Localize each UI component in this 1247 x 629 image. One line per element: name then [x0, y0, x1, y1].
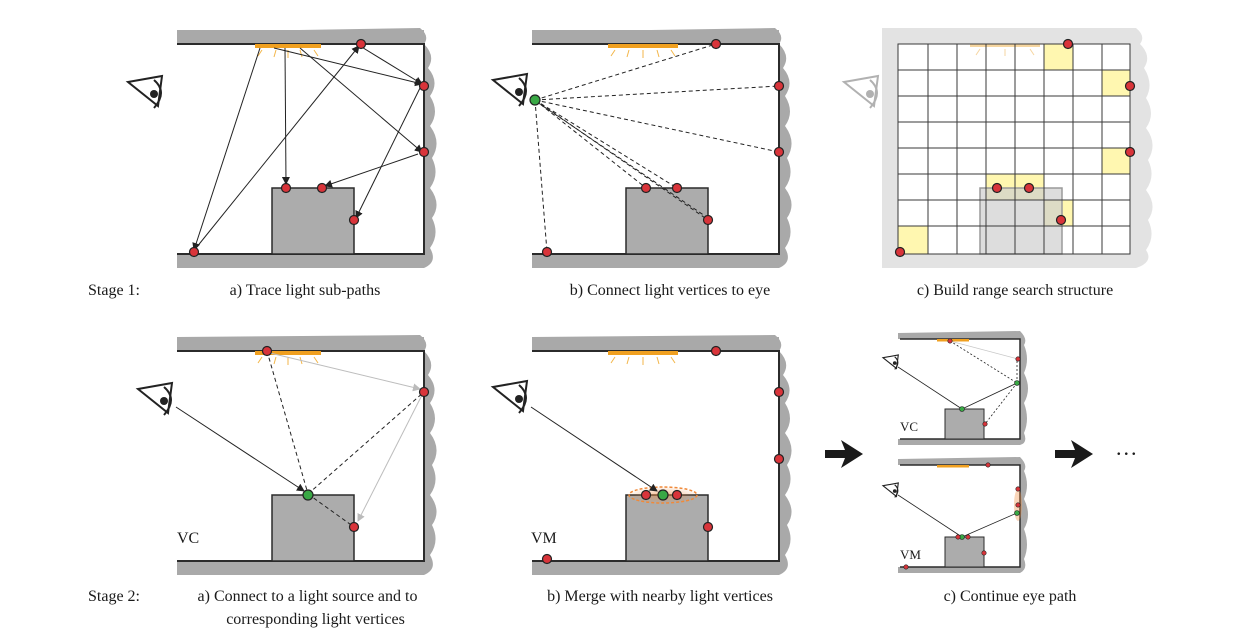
light-vertex: [1055, 214, 1067, 226]
ellipsis: ...: [1116, 435, 1139, 460]
eye-vertex: [302, 489, 314, 501]
light-source-icon: [255, 351, 321, 355]
eye-icon: [841, 74, 880, 109]
caption-1c: c) Build range search structure: [916, 282, 1114, 299]
light-vertex: [702, 521, 714, 533]
eye-icon: [490, 72, 529, 107]
tag-small-vc: VC: [900, 419, 919, 434]
light-vertex: [418, 80, 430, 92]
stage2-label: Stage 2:: [88, 588, 140, 605]
light-vertex: [1124, 80, 1136, 92]
light-vertex: [773, 386, 785, 398]
light-vertex: [773, 146, 785, 158]
eye-vertex: [529, 94, 541, 106]
tag-vc: VC: [177, 530, 200, 547]
box: [271, 187, 355, 255]
light-vertex: [261, 345, 273, 357]
light-vertex: [348, 521, 360, 533]
light-vertex: [418, 386, 430, 398]
caption-2a-line1: a) Connect to a light source and to: [197, 588, 418, 605]
caption-1b: b) Connect light vertices to eye: [569, 282, 771, 299]
panel-1a-trace-light-subpaths: [125, 28, 437, 268]
light-vertex: [640, 489, 652, 501]
panel-2c-continue-eye-path: [881, 331, 1028, 573]
light-vertex: [1062, 38, 1074, 50]
eye-vertex: [657, 489, 669, 501]
light-vertex: [348, 214, 360, 226]
panel-2a-vertex-connection: [135, 335, 437, 575]
light-vertex: [894, 246, 906, 258]
light-vertex: [418, 146, 430, 158]
panel-1b-connect-to-eye: [490, 28, 792, 268]
light-vertex: [280, 182, 292, 194]
caption-2a-line2: corresponding light vertices: [226, 611, 405, 628]
light-vertex: [316, 182, 328, 194]
light-vertex: [991, 182, 1003, 194]
light-source-icon: [608, 44, 678, 48]
light-vertex: [1023, 182, 1035, 194]
light-vertex: [188, 246, 200, 258]
light-vertex: [671, 489, 683, 501]
light-vertex: [702, 214, 714, 226]
caption-1a: a) Trace light sub-paths: [229, 282, 381, 299]
light-source-icon: [255, 44, 321, 48]
panel-1c-range-search: [841, 28, 1153, 268]
light-vertex: [541, 246, 553, 258]
tag-small-vm: VM: [900, 547, 921, 562]
light-vertex: [355, 38, 367, 50]
light-source-icon: [608, 351, 678, 355]
light-vertex: [710, 345, 722, 357]
eye-icon: [490, 379, 529, 414]
stage1-label: Stage 1:: [88, 282, 140, 299]
light-vertex: [710, 38, 722, 50]
light-vertex: [773, 80, 785, 92]
light-vertex: [1124, 146, 1136, 158]
caption-2b: b) Merge with nearby light vertices: [547, 588, 773, 605]
light-vertex: [671, 182, 683, 194]
arrow-right-icon: [825, 440, 863, 468]
light-vertex: [773, 453, 785, 465]
light-vertex: [640, 182, 652, 194]
eye-icon: [125, 74, 164, 109]
caption-2c: c) Continue eye path: [943, 588, 1077, 605]
panel-2b-vertex-merging: [490, 335, 792, 575]
light-vertex: [541, 553, 553, 565]
tag-vm: VM: [531, 530, 557, 547]
arrow-right-icon: [1055, 440, 1093, 468]
eye-icon: [135, 381, 174, 416]
